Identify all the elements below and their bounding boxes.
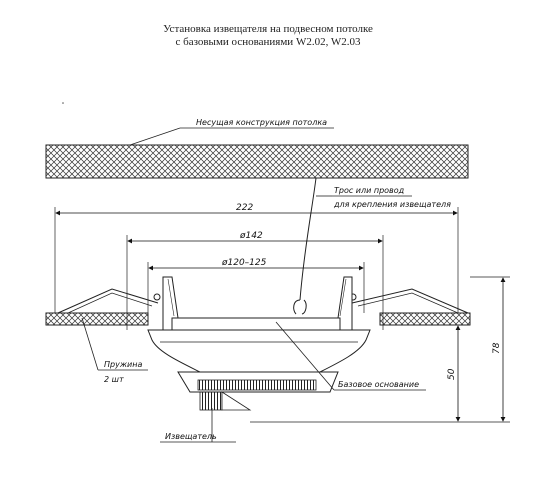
detector-body <box>147 329 371 373</box>
label-spring-line1: Пружина <box>104 360 142 369</box>
spring-right <box>351 288 469 314</box>
detector-chamber <box>199 391 223 411</box>
dim-below-ceiling: 50 <box>447 368 457 380</box>
dim-overall-width: 222 <box>236 203 253 213</box>
label-ceiling-structure: Несущая конструкция потолка <box>196 118 327 127</box>
label-cable-line2: для крепления извещателя <box>333 200 451 209</box>
detector-fins <box>197 379 317 391</box>
cup-inner-edges <box>167 278 347 317</box>
label-base: Базовое основание <box>338 380 419 389</box>
label-spring-line2: 2 шт <box>104 375 124 384</box>
label-cable-line1: Трос или провод <box>334 186 405 195</box>
dim-base-diameter: ø142 <box>239 231 263 241</box>
leader-spring <box>81 317 99 371</box>
spring-left <box>57 288 159 314</box>
spring-pivot-left <box>153 293 161 301</box>
diagram-title-line-2: с базовыми основаниями W2.02, W2.03 <box>175 36 361 48</box>
diagram-title-line-1: Установка извещателя на подвесном потолк… <box>163 23 373 35</box>
stray-dot <box>62 102 64 104</box>
cable-hook <box>293 299 307 315</box>
label-detector: Извещатель <box>165 432 217 441</box>
dim-hole-diameter: ø120–125 <box>221 258 267 268</box>
dim-total-height: 78 <box>492 342 502 354</box>
leader-base <box>275 321 335 391</box>
spring-right-inner <box>357 292 459 314</box>
detector-chamber-cap <box>221 391 252 411</box>
ceiling-structure-slab <box>45 144 469 179</box>
base-plate <box>171 317 341 331</box>
spring-left-inner <box>67 292 153 314</box>
suspended-ceiling-left <box>45 312 149 326</box>
suspension-cable <box>299 177 317 301</box>
suspended-ceiling-right <box>379 312 471 326</box>
leader-ceiling <box>129 127 181 146</box>
